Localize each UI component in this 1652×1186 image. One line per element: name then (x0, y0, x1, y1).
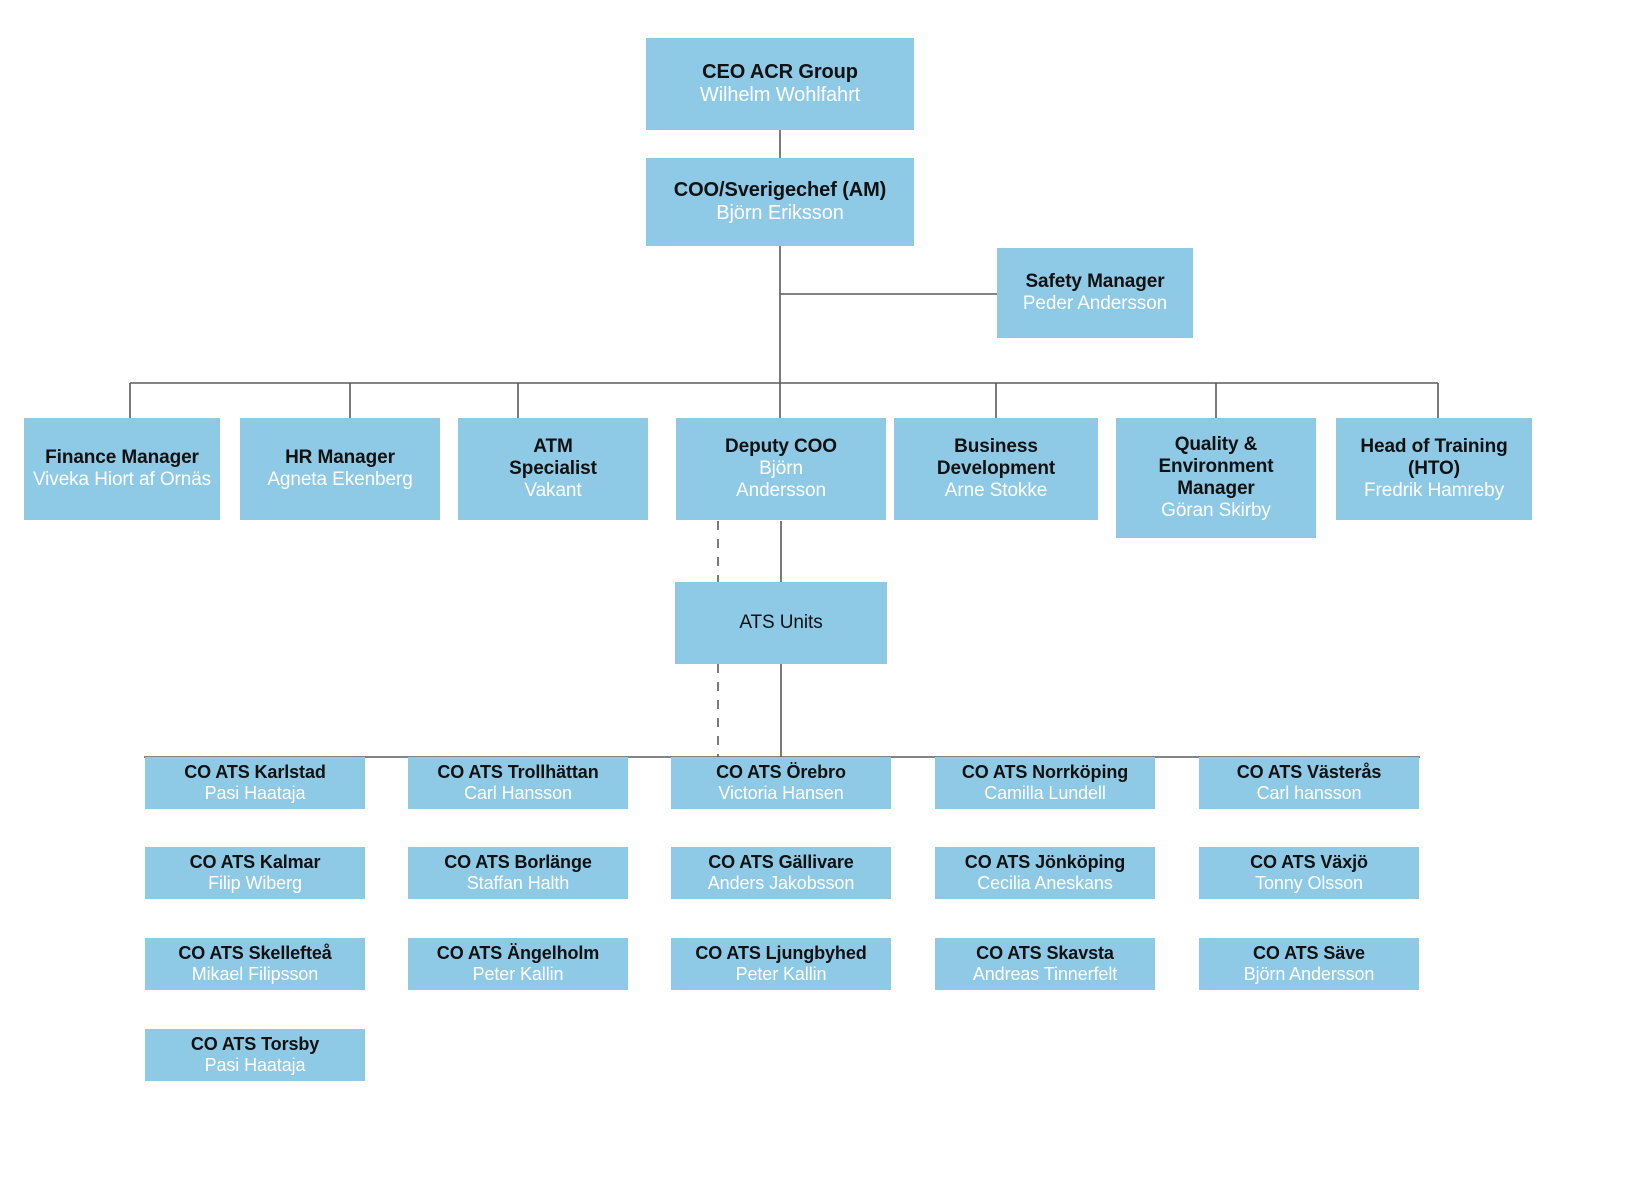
node-ats-vasteras-title: CO ATS Västerås (1236, 762, 1382, 783)
node-ats-jonkoping-person: Cecilia Aneskans (977, 873, 1113, 893)
node-ats-vaxjo[interactable]: CO ATS Växjö Tonny Olsson (1199, 847, 1419, 899)
node-ats-gallivare-title: CO ATS Gällivare (708, 852, 854, 873)
node-ats-skavsta[interactable]: CO ATS Skavsta Andreas Tinnerfelt (935, 938, 1155, 990)
node-ceo-title: CEO ACR Group (702, 60, 858, 83)
node-ats-orebro-person: Victoria Hansen (718, 783, 844, 803)
node-ats-skelleftea[interactable]: CO ATS Skellefteå Mikael Filipsson (145, 938, 365, 990)
node-quality-environment-manager[interactable]: Quality & Environment Manager Göran Skir… (1116, 418, 1316, 538)
node-ats-skavsta-title: CO ATS Skavsta (976, 943, 1114, 964)
node-ats-skelleftea-title: CO ATS Skellefteå (178, 943, 332, 964)
node-ats-norrkoping[interactable]: CO ATS Norrköping Camilla Lundell (935, 757, 1155, 809)
node-finance-manager-person: Viveka Hiort af Ornäs (32, 469, 212, 490)
node-coo-title: COO/Sverigechef (AM) (673, 178, 887, 201)
node-finance-manager-title: Finance Manager (45, 446, 199, 468)
node-head-of-training[interactable]: Head of Training (HTO) Fredrik Hamreby (1336, 418, 1532, 520)
node-ats-borlange[interactable]: CO ATS Borlänge Staffan Halth (408, 847, 628, 899)
node-deputy-coo-person: Björn Andersson (736, 457, 826, 502)
node-ats-units[interactable]: ATS Units (675, 582, 887, 664)
node-ats-gallivare[interactable]: CO ATS Gällivare Anders Jakobsson (671, 847, 891, 899)
node-head-of-training-title: Head of Training (HTO) (1360, 435, 1508, 479)
node-ats-orebro-title: CO ATS Örebro (716, 762, 846, 783)
node-quality-environment-manager-title: Quality & Environment Manager (1158, 433, 1274, 499)
node-ats-vaxjo-title: CO ATS Växjö (1250, 852, 1368, 873)
node-ats-trollhattan-title: CO ATS Trollhättan (437, 762, 599, 783)
node-ats-angelholm[interactable]: CO ATS Ängelholm Peter Kallin (408, 938, 628, 990)
node-ats-save-person: Björn Andersson (1243, 964, 1375, 984)
node-deputy-coo-title: Deputy COO (725, 435, 837, 457)
node-ats-gallivare-person: Anders Jakobsson (707, 873, 855, 893)
node-ats-torsby-person: Pasi Haataja (204, 1055, 306, 1075)
node-ats-torsby[interactable]: CO ATS Torsby Pasi Haataja (145, 1029, 365, 1081)
node-ats-borlange-title: CO ATS Borlänge (444, 852, 592, 873)
node-ats-ljungbyhed-person: Peter Kallin (735, 964, 827, 984)
node-ats-torsby-title: CO ATS Torsby (190, 1034, 320, 1055)
node-hr-manager[interactable]: HR Manager Agneta Ekenberg (240, 418, 440, 520)
node-deputy-coo[interactable]: Deputy COO Björn Andersson (676, 418, 886, 520)
node-ats-norrkoping-title: CO ATS Norrköping (961, 762, 1129, 783)
node-ats-skavsta-person: Andreas Tinnerfelt (972, 964, 1118, 984)
node-ats-angelholm-title: CO ATS Ängelholm (436, 943, 600, 964)
node-safety-manager[interactable]: Safety Manager Peder Andersson (997, 248, 1193, 338)
node-ats-save-title: CO ATS Säve (1253, 943, 1365, 964)
node-atm-specialist-person: Vakant (524, 480, 582, 502)
node-ats-norrkoping-person: Camilla Lundell (984, 783, 1106, 803)
node-ceo-person: Wilhelm Wohlfahrt (699, 84, 861, 106)
node-ats-karlstad-person: Pasi Haataja (204, 783, 306, 803)
node-ats-ljungbyhed[interactable]: CO ATS Ljungbyhed Peter Kallin (671, 938, 891, 990)
node-atm-specialist-title: ATM Specialist (509, 435, 597, 479)
node-ats-vaxjo-person: Tonny Olsson (1255, 873, 1363, 893)
node-head-of-training-person: Fredrik Hamreby (1364, 480, 1504, 502)
node-safety-manager-person: Peder Andersson (1022, 293, 1168, 314)
node-ats-trollhattan[interactable]: CO ATS Trollhättan Carl Hansson (408, 757, 628, 809)
node-business-development-person: Arne Stokke (944, 480, 1048, 502)
node-ceo[interactable]: CEO ACR Group Wilhelm Wohlfahrt (646, 38, 914, 130)
node-ats-jonkoping[interactable]: CO ATS Jönköping Cecilia Aneskans (935, 847, 1155, 899)
node-coo[interactable]: COO/Sverigechef (AM) Björn Eriksson (646, 158, 914, 246)
node-ats-kalmar[interactable]: CO ATS Kalmar Filip Wiberg (145, 847, 365, 899)
node-ats-karlstad[interactable]: CO ATS Karlstad Pasi Haataja (145, 757, 365, 809)
node-business-development-title: Business Development (936, 435, 1056, 479)
node-ats-trollhattan-person: Carl Hansson (464, 783, 572, 803)
node-ats-ljungbyhed-title: CO ATS Ljungbyhed (695, 943, 867, 964)
node-ats-angelholm-person: Peter Kallin (472, 964, 564, 984)
node-ats-vasteras[interactable]: CO ATS Västerås Carl hansson (1199, 757, 1419, 809)
node-coo-person: Björn Eriksson (716, 202, 844, 224)
node-quality-environment-manager-person: Göran Skirby (1161, 500, 1271, 522)
node-ats-skelleftea-person: Mikael Filipsson (191, 964, 319, 984)
node-ats-kalmar-title: CO ATS Kalmar (189, 852, 321, 873)
node-hr-manager-person: Agneta Ekenberg (267, 469, 413, 490)
node-ats-orebro[interactable]: CO ATS Örebro Victoria Hansen (671, 757, 891, 809)
node-ats-save[interactable]: CO ATS Säve Björn Andersson (1199, 938, 1419, 990)
node-business-development[interactable]: Business Development Arne Stokke (894, 418, 1098, 520)
node-finance-manager[interactable]: Finance Manager Viveka Hiort af Ornäs (24, 418, 220, 520)
node-ats-vasteras-person: Carl hansson (1256, 783, 1362, 803)
node-ats-jonkoping-title: CO ATS Jönköping (964, 852, 1126, 873)
node-ats-karlstad-title: CO ATS Karlstad (184, 762, 326, 783)
node-safety-manager-title: Safety Manager (1025, 270, 1165, 292)
node-ats-units-title: ATS Units (739, 611, 823, 633)
node-ats-kalmar-person: Filip Wiberg (208, 873, 302, 893)
node-atm-specialist[interactable]: ATM Specialist Vakant (458, 418, 648, 520)
node-ats-borlange-person: Staffan Halth (466, 873, 570, 893)
node-hr-manager-title: HR Manager (285, 446, 395, 468)
